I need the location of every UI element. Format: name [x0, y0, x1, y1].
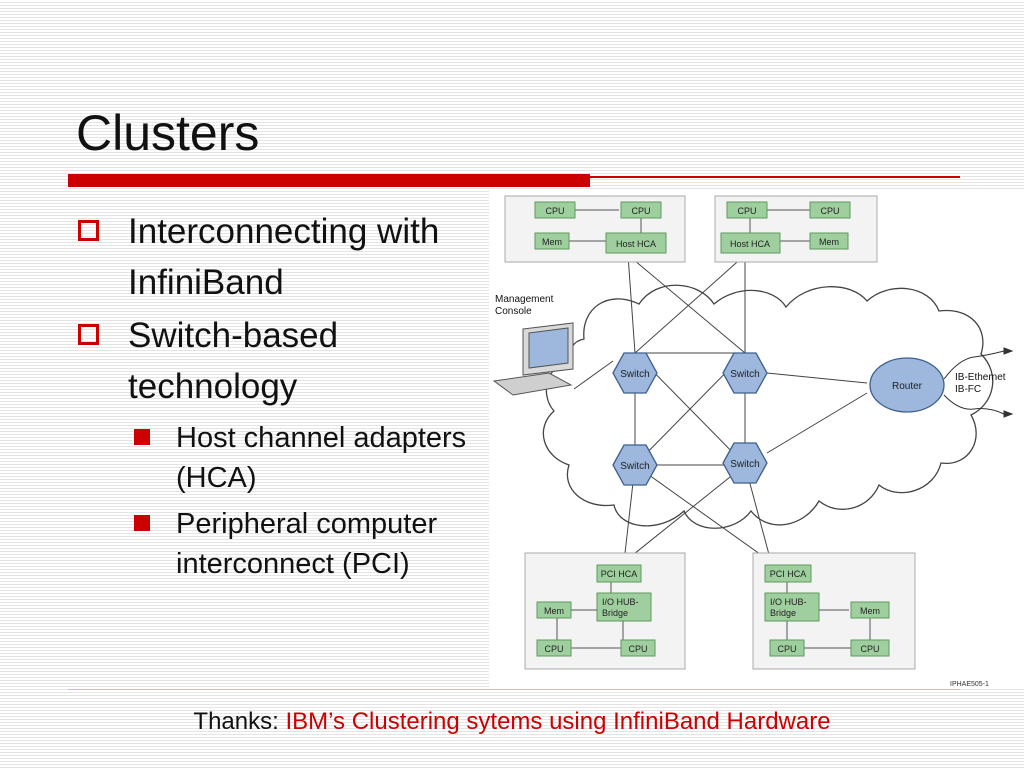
cpu-label: CPU: [545, 206, 564, 216]
pci-hca-node: [764, 564, 812, 583]
title-underline-rule: [590, 176, 960, 178]
ib-fc-label: IB-FC: [955, 384, 981, 395]
external-link-arrows: [943, 347, 1014, 418]
cpu-label: CPU: [737, 206, 756, 216]
switch-label: Switch: [730, 369, 759, 380]
cpu-label: CPU: [777, 644, 796, 654]
host-hca-label: Host HCA: [730, 239, 770, 249]
cpu-node: [620, 639, 656, 657]
infiniband-diagram: CPU CPU Mem Host HCA CPU CPU Host HCA Me…: [489, 189, 1024, 689]
io-node-2: PCI HCA I/O HUB- Bridge Mem CPU CPU: [752, 552, 916, 670]
cpu-node: [809, 201, 851, 219]
sub-bullet-text: Host channel adapters (HCA): [176, 422, 467, 494]
router-label: Router: [892, 381, 923, 392]
pci-hca-node: [596, 564, 642, 583]
cpu-node: [536, 639, 572, 657]
cpu-node: [850, 639, 890, 657]
ib-ethernet-label: IB-Ethernet: [955, 372, 1006, 383]
switch-label: Switch: [620, 461, 649, 472]
hollow-square-bullet-icon: [78, 220, 99, 241]
title-underline-bar: [68, 174, 590, 187]
cpu-node: [620, 201, 662, 219]
switch-label: Switch: [620, 369, 649, 380]
sub-bullet-item: Peripheral computer interconnect (PCI): [76, 504, 496, 584]
bridge-label: Bridge: [770, 608, 796, 618]
credit-prefix: Thanks:: [193, 708, 286, 735]
bullet-text: Switch-based technology: [128, 316, 339, 406]
mem-node: [850, 601, 890, 619]
host-node-1: CPU CPU Mem Host HCA: [504, 195, 686, 263]
host-node-2: CPU CPU Host HCA Mem: [714, 195, 878, 263]
io-hub-label: I/O HUB-: [770, 597, 807, 607]
switch-node: Switch: [612, 352, 658, 394]
switch-node: Switch: [722, 352, 768, 394]
router-node: Router: [869, 357, 945, 413]
cpu-node: [769, 639, 805, 657]
bullet-item: Switch-based technology: [76, 310, 496, 412]
bullet-list: Interconnecting with InfiniBand Switch-b…: [76, 206, 496, 584]
sub-bullet-text: Peripheral computer interconnect (PCI): [176, 508, 438, 580]
pci-hca-label: PCI HCA: [601, 569, 638, 579]
figure-id: IPHAE505-1: [950, 681, 989, 688]
host-hca-node: [605, 232, 667, 254]
hollow-square-bullet-icon: [78, 324, 99, 345]
slide-title: Clusters: [76, 105, 260, 161]
keyboard-icon: [492, 372, 573, 396]
switch-node: Switch: [612, 444, 658, 486]
diagram-svg: CPU CPU Mem Host HCA CPU CPU Host HCA Me…: [489, 189, 1024, 689]
management-console: Management Console: [492, 294, 574, 396]
bullet-text: Interconnecting with InfiniBand: [128, 212, 440, 302]
console-label-line2: Console: [495, 306, 532, 317]
cpu-label: CPU: [860, 644, 879, 654]
cpu-label: CPU: [628, 644, 647, 654]
mem-node: [809, 232, 849, 250]
cpu-node: [726, 201, 768, 219]
cpu-label: CPU: [544, 644, 563, 654]
credit-line: Thanks: IBM’s Clustering sytems using In…: [0, 708, 1024, 736]
mem-label: Mem: [544, 606, 564, 616]
sub-bullet-item: Host channel adapters (HCA): [76, 418, 496, 498]
filled-square-bullet-icon: [134, 429, 150, 445]
credit-link[interactable]: IBM’s Clustering sytems using InfiniBand…: [285, 708, 831, 735]
mem-node: [536, 601, 572, 619]
cpu-node: [534, 201, 576, 219]
mem-label: Mem: [819, 237, 839, 247]
cpu-label: CPU: [820, 206, 839, 216]
cpu-label: CPU: [631, 206, 650, 216]
io-hub-bridge-node: [764, 592, 820, 622]
mem-node: [534, 232, 570, 250]
switch-node: Switch: [722, 442, 768, 484]
io-hub-bridge-node: [596, 592, 652, 622]
filled-square-bullet-icon: [134, 515, 150, 531]
host-hca-node: [720, 232, 781, 254]
switch-label: Switch: [730, 459, 759, 470]
bridge-label: Bridge: [602, 608, 628, 618]
pci-hca-label: PCI HCA: [770, 569, 807, 579]
console-label-line1: Management: [495, 294, 554, 305]
io-hub-label: I/O HUB-: [602, 597, 639, 607]
host-hca-label: Host HCA: [616, 239, 656, 249]
mem-label: Mem: [860, 606, 880, 616]
io-node-1: PCI HCA I/O HUB- Bridge Mem CPU CPU: [524, 552, 686, 670]
footer-divider: [68, 689, 960, 690]
mem-label: Mem: [542, 237, 562, 247]
bullet-item: Interconnecting with InfiniBand: [76, 206, 496, 308]
